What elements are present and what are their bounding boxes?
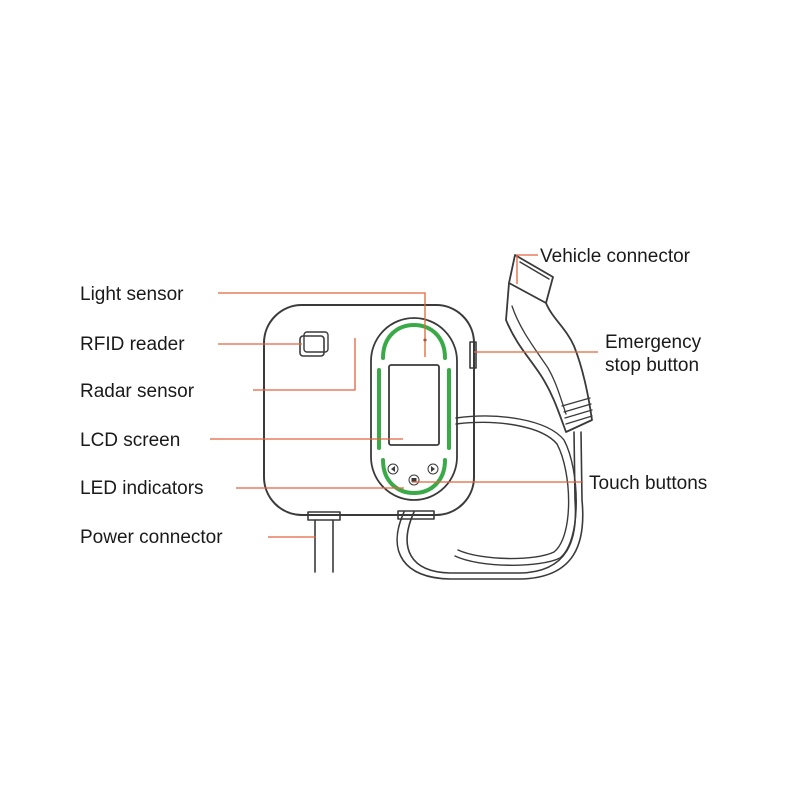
led-indicators [377,322,451,496]
label-power-connector: Power connector [80,527,223,548]
label-emergency-stop-line1: Emergency [605,332,702,353]
home-icon[interactable] [408,474,420,486]
charger-body [263,304,475,516]
emergency-stop-button[interactable] [469,341,477,369]
cable-exit [397,510,435,520]
left-arrow-icon[interactable] [387,463,399,475]
charging-cable [396,415,584,580]
leader-lines [210,254,598,538]
label-radar-sensor: Radar sensor [80,381,195,402]
label-lcd-screen: LCD screen [80,430,180,451]
vehicle-connector-drawing [505,254,593,433]
right-arrow-icon[interactable] [427,463,439,475]
front-panel [370,317,458,501]
lcd-screen [388,364,440,446]
power-connector-drawing [307,511,341,573]
label-emergency-stop-line2: stop button [605,355,699,376]
label-light-sensor: Light sensor [80,284,184,305]
label-touch-buttons: Touch buttons [589,473,707,494]
label-rfid-reader: RFID reader [80,334,185,355]
label-vehicle-connector: Vehicle connector [540,246,691,267]
label-led-indicators: LED indicators [80,478,204,499]
rfid-reader[interactable] [299,331,329,357]
